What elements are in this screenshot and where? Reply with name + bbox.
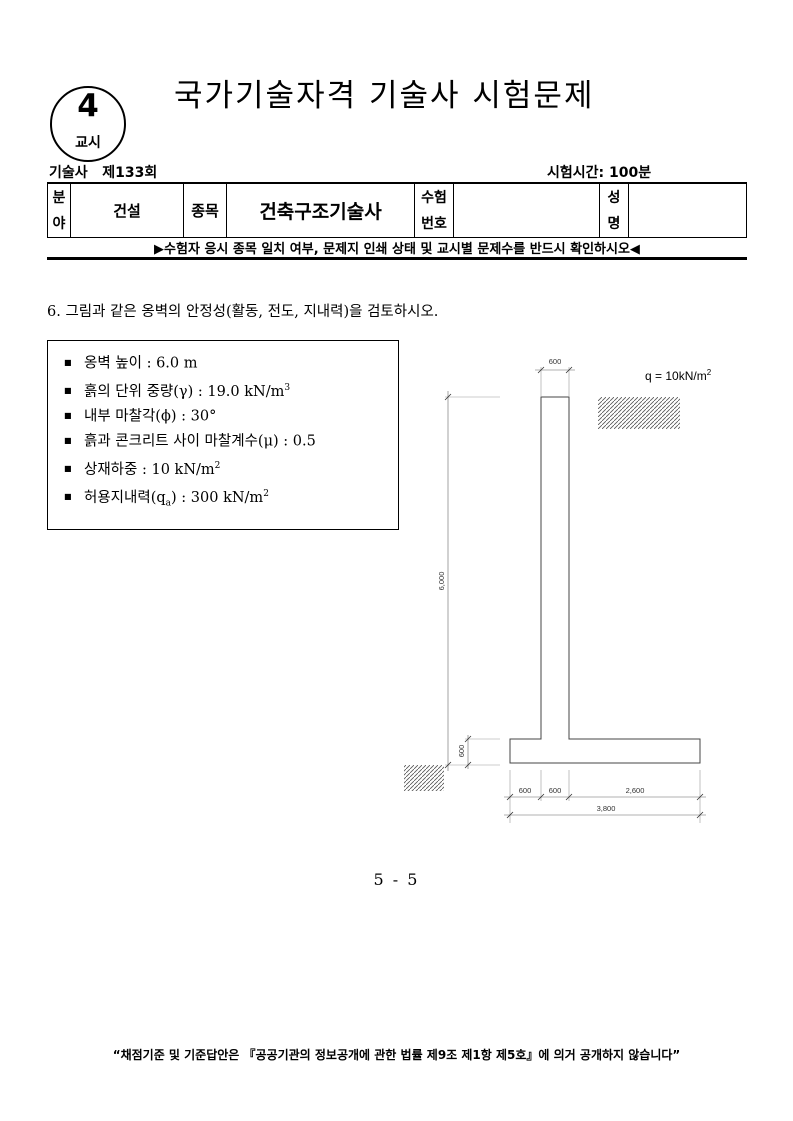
bullet-icon: ■	[64, 435, 72, 445]
session-badge: 4 교시	[50, 86, 126, 162]
field-label-cell: 분 야	[47, 183, 71, 238]
page-number: 5 - 5	[373, 870, 420, 889]
load-label: q = 10kN/m2	[645, 368, 712, 383]
name-field[interactable]	[628, 183, 747, 238]
question-text: 6. 그림과 같은 옹벽의 안정성(활동, 전도, 지내력)을 검토하시오.	[47, 304, 439, 320]
dim-height-label: 6,000	[437, 572, 446, 591]
exam-info-table: 분 야 건설 종목 건축구조기술사 수험 번호 성 명	[47, 183, 747, 238]
dim-stem-label: 600	[549, 786, 562, 795]
wall-outline	[509, 396, 701, 764]
bullet-icon: ■	[64, 358, 72, 367]
dim-base-thickness-label: 600	[457, 745, 466, 758]
condition-item: ■허용지내력(qa) : 300 kN/m2	[64, 482, 398, 516]
dim-total-label: 3,800	[597, 804, 616, 813]
condition-item: ■옹벽 높이 : 6.0 m	[64, 351, 398, 376]
session-label: 교시	[75, 135, 101, 151]
condition-item: ■흙의 단위 중량(γ) : 19.0 kN/m3	[64, 376, 398, 404]
ground-hatch	[404, 765, 444, 791]
bullet-icon: ■	[64, 386, 72, 396]
item-value: 건축구조기술사	[226, 183, 415, 238]
page-title: 국가기술자격 기술사 시험문제	[174, 78, 595, 114]
height-dimension: 6,000	[437, 391, 500, 771]
retaining-wall-diagram: 600 q = 10kN/m2 6,000 600 600 600 2,600	[404, 357, 712, 823]
exam-time: 시험시간: 100분	[547, 165, 652, 181]
stem-width-dimension: 600	[535, 357, 575, 397]
bullet-icon: ■	[64, 492, 72, 502]
conditions-box: ■옹벽 높이 : 6.0 m ■흙의 단위 중량(γ) : 19.0 kN/m3…	[47, 340, 399, 530]
notice-divider	[47, 257, 747, 260]
condition-item: ■내부 마찰각(ϕ) : 30°	[64, 404, 398, 429]
condition-item: ■상재하중 : 10 kN/m2	[64, 454, 398, 482]
bullet-icon: ■	[64, 411, 72, 421]
footer-notice: “채점기준 및 기준답안은 『공공기관의 정보공개에 관한 법률 제9조 제1항…	[112, 1048, 681, 1062]
session-number: 4	[77, 88, 99, 124]
dim-stem-width-label: 600	[549, 357, 562, 366]
item-label: 종목	[183, 183, 227, 238]
name-label: 성 명	[599, 183, 629, 238]
bullet-icon: ■	[64, 464, 72, 474]
base-thickness-dimension: 600	[457, 735, 500, 769]
conditions-list: ■옹벽 높이 : 6.0 m ■흙의 단위 중량(γ) : 19.0 kN/m3…	[48, 341, 398, 516]
exam-number-field[interactable]	[453, 183, 600, 238]
exam-round: 기술사 제133회	[49, 165, 158, 181]
condition-item: ■흙과 콘크리트 사이 마찰계수(μ) : 0.5	[64, 429, 398, 454]
exam-number-label: 수험 번호	[414, 183, 454, 238]
notice-text: ▶수험자 응시 종목 일치 여부, 문제지 인쇄 상태 및 교시별 문제수를 반…	[154, 242, 640, 257]
field-value: 건설	[70, 183, 184, 238]
bottom-dimension-row: 600 600 2,600 3,800	[504, 770, 706, 823]
backfill-hatch	[598, 397, 680, 429]
dim-heel-label: 2,600	[626, 786, 645, 795]
dim-toe-label: 600	[519, 786, 532, 795]
